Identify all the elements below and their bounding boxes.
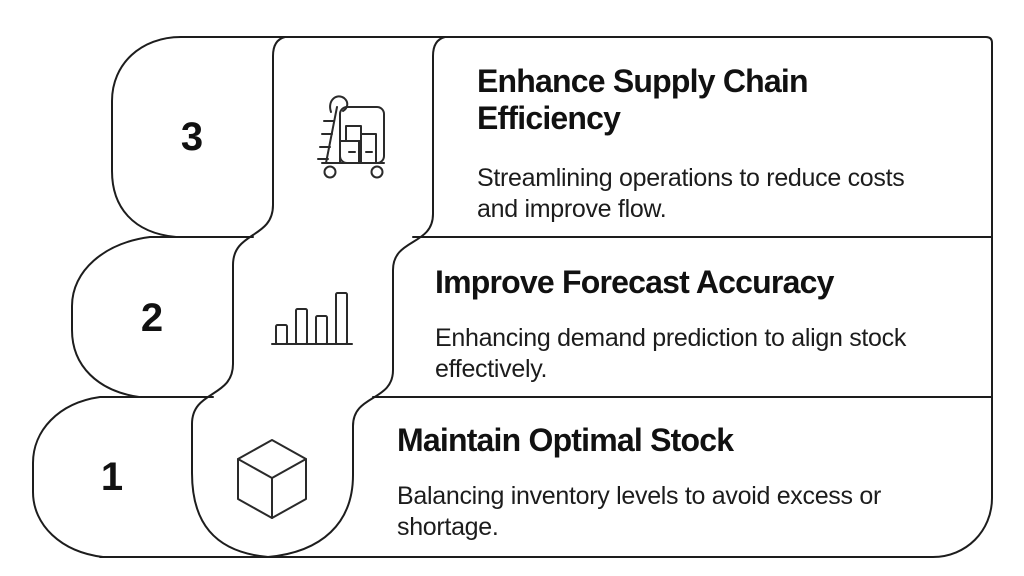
step-description: Enhancing demand prediction to align sto… xyxy=(435,324,907,383)
bar-chart-icon xyxy=(271,292,353,345)
bubble-3-outline xyxy=(111,36,182,238)
bubble-1-outline xyxy=(32,396,142,558)
step-title: Enhance Supply Chain Efficiency xyxy=(477,63,809,136)
icon-lane-snake xyxy=(191,36,446,558)
outer-frame xyxy=(99,36,993,558)
step-description: Balancing inventory levels to avoid exce… xyxy=(397,482,881,541)
cart-boxes-icon xyxy=(317,95,385,179)
step-number: 1 xyxy=(100,455,124,499)
cube-icon xyxy=(237,439,307,519)
step-description: Streamlining operations to reduce costs … xyxy=(477,164,905,223)
step-title: Improve Forecast Accuracy xyxy=(435,264,834,300)
step-title: Maintain Optimal Stock xyxy=(397,422,734,458)
card-outlines xyxy=(32,36,993,558)
bubble-2-outline xyxy=(71,236,254,398)
step-number: 3 xyxy=(180,115,204,159)
step-number: 2 xyxy=(140,296,164,340)
